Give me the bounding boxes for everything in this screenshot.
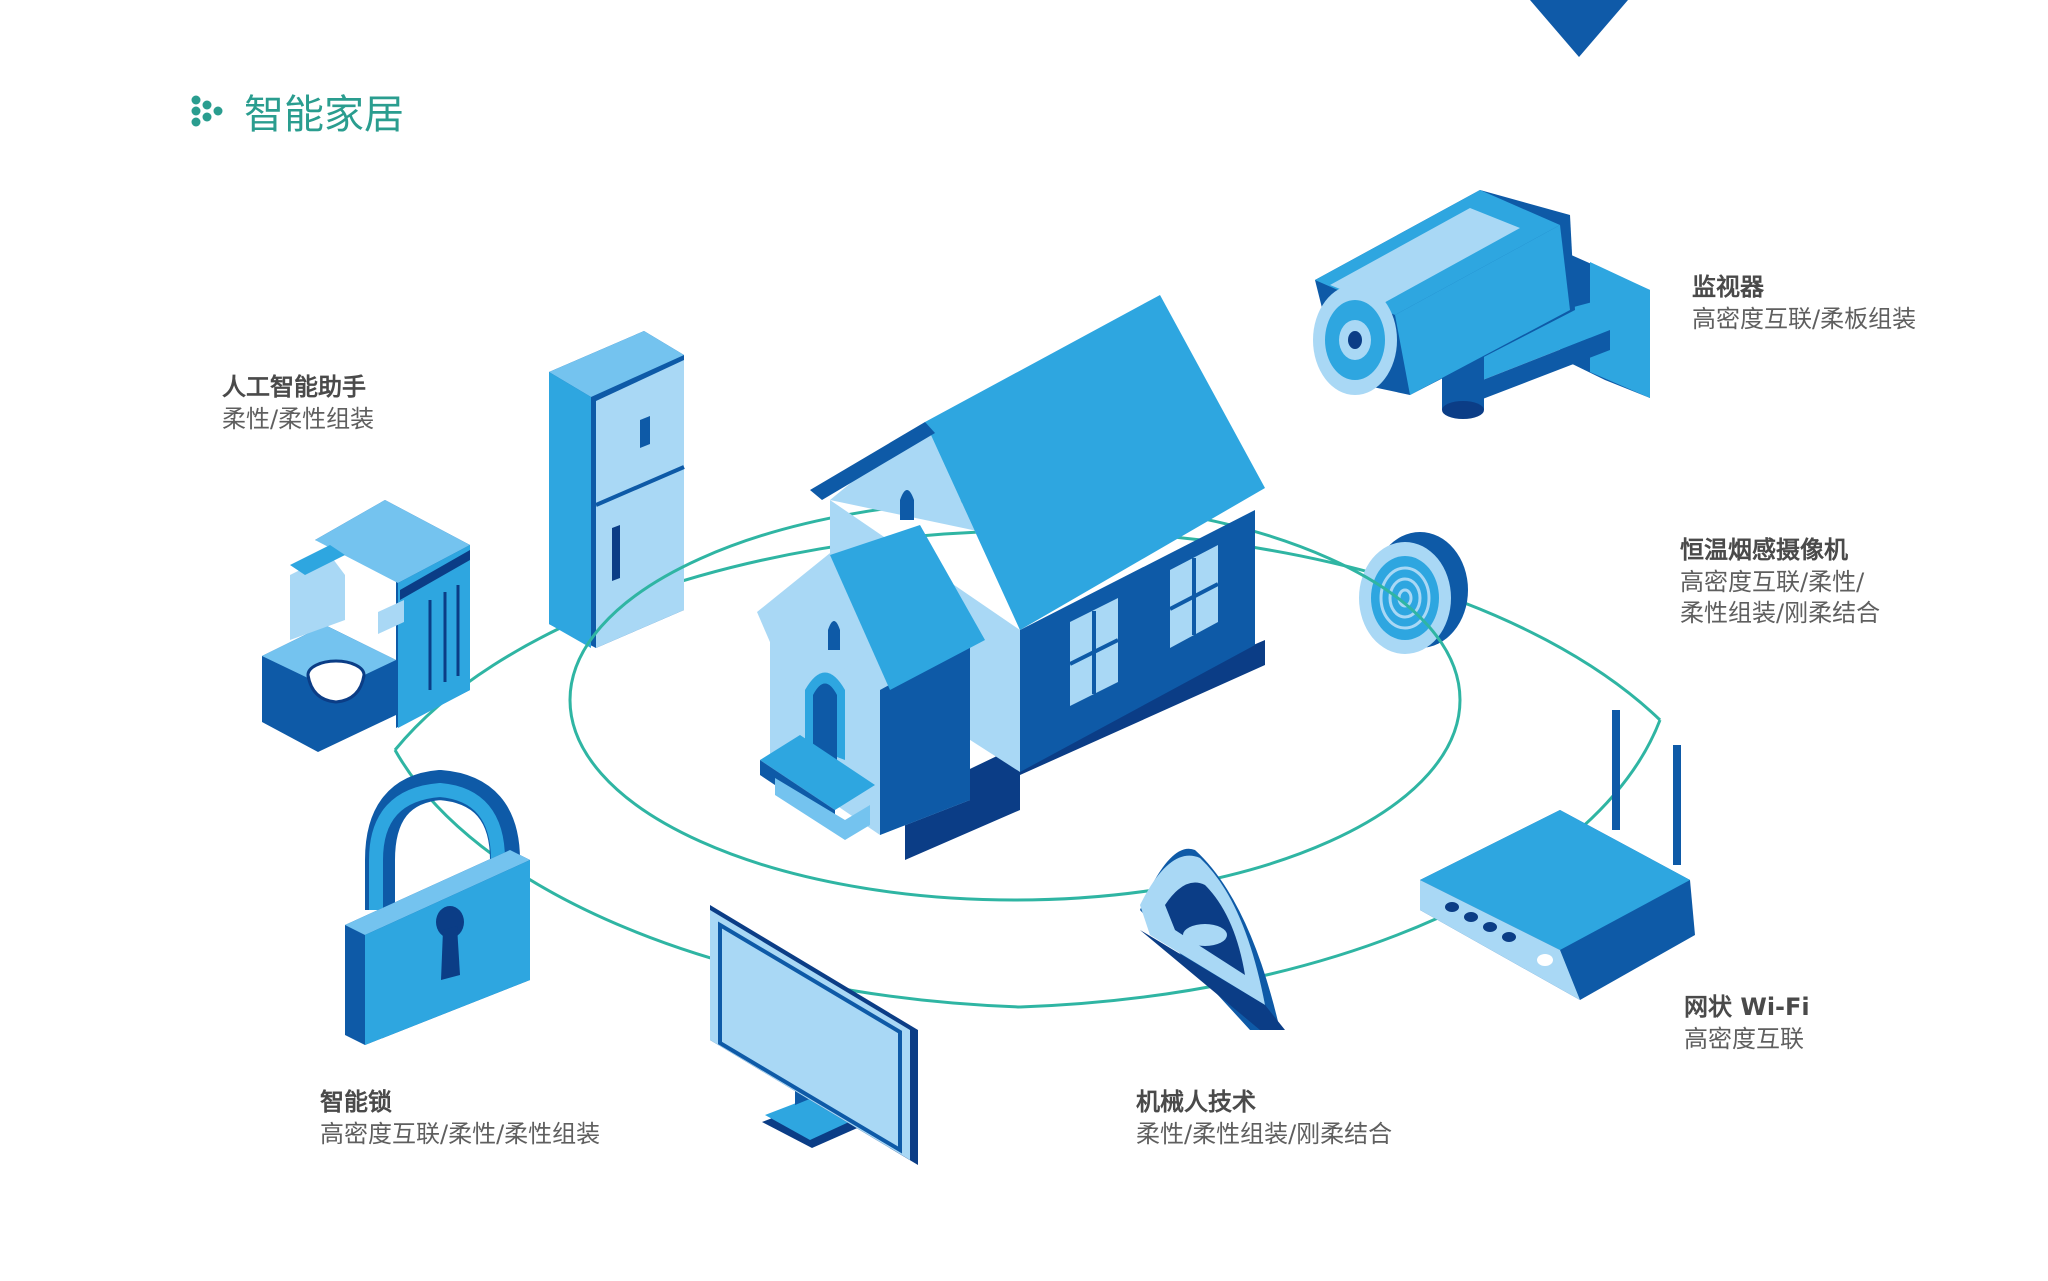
device-name: 恒温烟感摄像机 [1680, 536, 1848, 564]
bullet-dots-icon [191, 95, 223, 127]
label-robotics: 机械人技术 柔性/柔性组装/刚柔结合 [1136, 1087, 1392, 1150]
device-name: 人工智能助手 [222, 373, 366, 401]
smoke-detector-icon [1359, 532, 1468, 654]
monitor-display-icon [710, 905, 918, 1165]
page-title: 智能家居 [244, 92, 404, 138]
corner-marker [1530, 0, 1628, 57]
device-name: 智能锁 [320, 1088, 392, 1116]
router-icon [1420, 710, 1695, 1000]
label-smoke-camera: 恒温烟感摄像机 高密度互联/柔性/ 柔性组装/刚柔结合 [1680, 535, 1880, 630]
label-monitor: 监视器 高密度互联/柔板组装 [1692, 272, 1916, 335]
security-camera-icon [1313, 190, 1650, 419]
device-name: 监视器 [1692, 273, 1764, 301]
page-header: 智能家居 [190, 82, 404, 140]
device-desc: 高密度互联 [1684, 1024, 1804, 1053]
device-name: 机械人技术 [1136, 1088, 1256, 1116]
iron-icon [1140, 848, 1285, 1030]
device-desc: 高密度互联/柔板组装 [1692, 304, 1917, 333]
outer-ring-front-left [393, 749, 1021, 1009]
label-smart-lock: 智能锁 高密度互联/柔性/柔性组装 [320, 1087, 600, 1150]
device-desc: 高密度互联/柔性/ 柔性组装/刚柔结合 [1680, 567, 1881, 628]
device-desc: 柔性/柔性组装 [222, 404, 375, 433]
device-desc: 柔性/柔性组装/刚柔结合 [1136, 1119, 1393, 1148]
padlock-icon [345, 769, 530, 1045]
coffee-machine-icon [262, 500, 470, 752]
refrigerator-icon [549, 331, 685, 648]
label-ai-assistant: 人工智能助手 柔性/柔性组装 [222, 372, 374, 435]
device-name: 网状 Wi-Fi [1684, 993, 1810, 1021]
house-icon [757, 295, 1265, 860]
device-desc: 高密度互联/柔性/柔性组装 [320, 1119, 601, 1148]
label-wifi: 网状 Wi-Fi 高密度互联 [1684, 992, 1810, 1055]
